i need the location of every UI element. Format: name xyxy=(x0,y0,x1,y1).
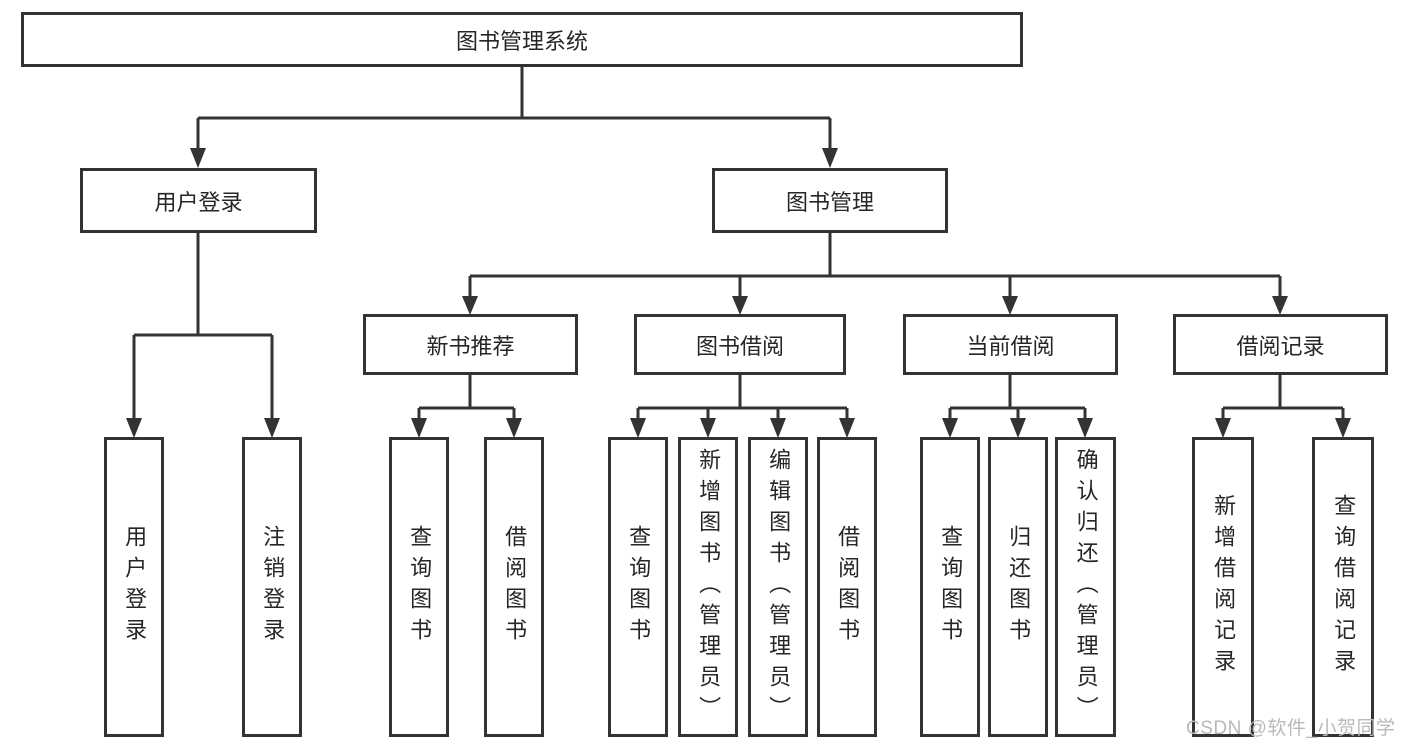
leaf-query-books-current-label: 查询图书 xyxy=(938,525,964,649)
arrowhead-icons xyxy=(126,148,1351,438)
leaf-borrow-books-borrowing-label: 借阅图书 xyxy=(835,525,861,649)
node-book-borrowing: 图书借阅 xyxy=(634,314,846,375)
leaf-edit-book-admin-label: 编辑图书（管理员） xyxy=(766,447,792,727)
leaf-add-book-admin-label: 新增图书（管理员） xyxy=(696,447,722,727)
node-root: 图书管理系统 xyxy=(21,12,1023,67)
leaf-query-books-borrowing: 查询图书 xyxy=(608,437,668,737)
node-current-borrowing-label: 当前借阅 xyxy=(966,333,1055,359)
leaf-query-books-borrowing-label: 查询图书 xyxy=(626,525,652,649)
node-book-management-label: 图书管理 xyxy=(785,189,874,215)
node-user-login: 用户登录 xyxy=(80,168,317,233)
leaf-add-book-admin: 新增图书（管理员） xyxy=(678,437,738,737)
leaf-borrow-books-borrowing: 借阅图书 xyxy=(817,437,877,737)
node-new-book-recommend: 新书推荐 xyxy=(363,314,578,375)
leaf-logout: 注销登录 xyxy=(242,437,302,737)
leaf-user-login-label: 用户登录 xyxy=(122,525,148,649)
csdn-watermark: CSDN @软件_小贺同学 xyxy=(1186,718,1396,739)
leaf-confirm-return-admin-label: 确认归还（管理员） xyxy=(1073,447,1099,727)
node-current-borrowing: 当前借阅 xyxy=(903,314,1118,375)
leaf-return-books: 归还图书 xyxy=(988,437,1048,737)
node-borrow-records-label: 借阅记录 xyxy=(1236,333,1325,359)
leaf-add-borrow-record-label: 新增借阅记录 xyxy=(1211,494,1237,680)
leaf-borrow-books-recommend: 借阅图书 xyxy=(484,437,544,737)
leaf-query-books-recommend: 查询图书 xyxy=(389,437,449,737)
leaf-logout-label: 注销登录 xyxy=(260,525,286,649)
node-root-label: 图书管理系统 xyxy=(455,28,588,54)
leaf-query-borrow-record-label: 查询借阅记录 xyxy=(1331,494,1357,680)
leaf-return-books-label: 归还图书 xyxy=(1006,525,1032,649)
leaf-edit-book-admin: 编辑图书（管理员） xyxy=(748,437,808,737)
node-borrow-records: 借阅记录 xyxy=(1173,314,1388,375)
leaf-add-borrow-record: 新增借阅记录 xyxy=(1192,437,1254,737)
leaf-query-books-current: 查询图书 xyxy=(920,437,980,737)
leaf-borrow-books-recommend-label: 借阅图书 xyxy=(502,525,528,649)
node-user-login-label: 用户登录 xyxy=(154,189,243,215)
leaf-query-borrow-record: 查询借阅记录 xyxy=(1312,437,1374,737)
leaf-query-books-recommend-label: 查询图书 xyxy=(407,525,433,649)
leaf-confirm-return-admin: 确认归还（管理员） xyxy=(1055,437,1116,737)
node-new-book-recommend-label: 新书推荐 xyxy=(426,333,515,359)
node-book-management: 图书管理 xyxy=(712,168,948,233)
leaf-user-login: 用户登录 xyxy=(104,437,164,737)
node-book-borrowing-label: 图书借阅 xyxy=(695,333,784,359)
